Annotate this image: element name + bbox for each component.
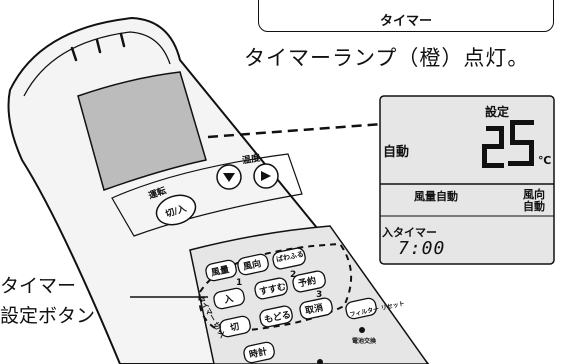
lcd-unit: ℃ xyxy=(538,154,552,167)
lcd-setting-label: 設定 xyxy=(485,105,510,119)
advance-button xyxy=(254,277,288,300)
side-label-line1: タイマー xyxy=(0,275,77,297)
reset-label: 電池交換 xyxy=(352,338,377,345)
digit-3: 3 xyxy=(316,290,323,300)
caption-text: タイマーランプ（橙）点灯。 xyxy=(244,46,530,70)
powerful-button xyxy=(272,247,306,270)
remote-inner-edge xyxy=(23,31,171,97)
indicator-slot-3 xyxy=(119,32,126,48)
timer-header-box: タイマー xyxy=(258,0,554,32)
reset-hole xyxy=(359,327,365,333)
fan-button xyxy=(205,259,237,282)
lcd-timer-label: 入タイマー xyxy=(382,226,437,239)
lcd-timer-time: 7:00 xyxy=(398,238,446,259)
timer-off-button xyxy=(219,315,251,338)
lcd-fan-label: 風量自動 xyxy=(414,190,458,203)
clock-button xyxy=(243,341,275,364)
filter-reset-button xyxy=(345,297,377,320)
lcd-direction-line2: 自動 xyxy=(523,200,545,213)
side-label-line2: 設定ボタン xyxy=(0,305,96,327)
reserve-button xyxy=(292,270,326,293)
timer-header-label: タイマー xyxy=(379,14,432,29)
run-button xyxy=(155,194,197,226)
cancel-button xyxy=(299,297,333,320)
indicator-slot-1 xyxy=(70,46,78,62)
reset-hole-2 xyxy=(317,359,323,364)
indicator-slot-2 xyxy=(95,38,102,54)
timer-on-button xyxy=(213,287,245,310)
dashed-connector xyxy=(207,122,383,139)
direction-button xyxy=(237,253,269,276)
back-button xyxy=(259,305,293,328)
remote-display xyxy=(77,71,207,191)
digit-2: 2 xyxy=(290,270,297,280)
lcd-direction: 風向 自動 xyxy=(523,189,545,213)
temperature-digits xyxy=(482,120,534,168)
digit-1: 1 xyxy=(236,278,243,288)
lcd-mode: 自動 xyxy=(383,145,410,160)
lcd-direction-line1: 風向 xyxy=(523,188,545,201)
